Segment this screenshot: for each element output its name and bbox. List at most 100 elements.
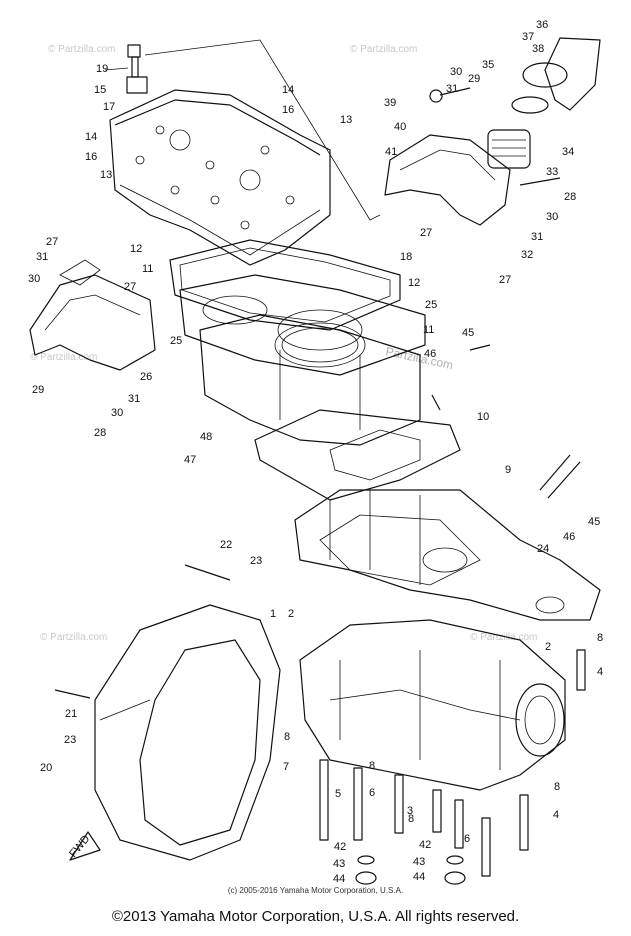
part-callout-46: 46 [424, 348, 436, 360]
part-callout-30: 30 [450, 66, 462, 78]
part-callout-29: 29 [32, 384, 44, 396]
part-callout-6: 6 [369, 787, 375, 799]
part-callout-45: 45 [588, 516, 600, 528]
cylinder-head [109, 89, 331, 266]
part-callout-31: 31 [36, 251, 48, 263]
part-callout-2: 2 [545, 641, 551, 653]
part-callout-13: 13 [340, 114, 352, 126]
part-callout-23: 23 [250, 555, 262, 567]
copyright-caption: ©2013 Yamaha Motor Corporation, U.S.A. A… [111, 908, 520, 925]
part-callout-27: 27 [46, 236, 58, 248]
flywheel-cover [94, 604, 281, 861]
part-callout-15: 15 [94, 84, 106, 96]
part-callout-32: 32 [521, 249, 533, 261]
part-callout-30: 30 [546, 211, 558, 223]
part-callout-7: 7 [283, 761, 289, 773]
intake-manifold-left [29, 259, 156, 371]
part-callout-8: 8 [284, 731, 290, 743]
part-callout-14: 14 [282, 84, 294, 96]
bolt [54, 689, 91, 699]
part-callout-44: 44 [333, 873, 345, 885]
part-callout-3: 3 [407, 805, 413, 817]
cylinder-gasket [179, 274, 426, 376]
crankcase-lower [299, 619, 566, 791]
part-callout-29: 29 [468, 73, 480, 85]
fwd-arrow: FWD [67, 831, 101, 861]
stud-group [319, 649, 586, 885]
part-callout-44: 44 [413, 871, 425, 883]
part-callout-30: 30 [111, 407, 123, 419]
part-callout-43: 43 [333, 858, 345, 870]
part-callout-28: 28 [564, 191, 576, 203]
crankcase-upper [294, 489, 601, 621]
part-callout-25: 25 [425, 299, 437, 311]
part-callout-24: 24 [537, 543, 549, 555]
part-callout-40: 40 [394, 121, 406, 133]
part-callout-31: 31 [446, 83, 458, 95]
part-callout-4: 4 [597, 666, 603, 678]
part-callout-21: 21 [65, 708, 77, 720]
part-callout-17: 17 [103, 101, 115, 113]
part-callout-27: 27 [420, 227, 432, 239]
part-callout-45: 45 [462, 327, 474, 339]
part-callout-20: 20 [40, 762, 52, 774]
part-callout-41: 41 [385, 146, 397, 158]
part-callout-11: 11 [142, 263, 153, 275]
part-callout-19: 19 [96, 63, 108, 75]
part-callout-22: 22 [220, 539, 232, 551]
part-callout-46: 46 [563, 531, 575, 543]
part-callout-4: 4 [553, 809, 559, 821]
diagram-copyright: (c) 2005-2016 Yamaha Motor Corporation, … [227, 886, 404, 895]
thermostat [487, 129, 531, 169]
part-callout-31: 31 [531, 231, 543, 243]
part-callout-12: 12 [130, 243, 142, 255]
part-callout-30: 30 [28, 273, 40, 285]
part-callout-9: 9 [505, 464, 511, 476]
watermark: © Partzilla.com [30, 352, 97, 363]
part-callout-12: 12 [408, 277, 420, 289]
part-callout-38: 38 [532, 43, 544, 55]
part-callout-25: 25 [170, 335, 182, 347]
part-callout-5: 5 [335, 788, 341, 800]
water-manifold [384, 134, 511, 226]
part-callout-39: 39 [384, 97, 396, 109]
part-callout-36: 36 [536, 19, 548, 31]
part-callout-10: 10 [477, 411, 489, 423]
part-callout-27: 27 [499, 274, 511, 286]
part-callout-14: 14 [85, 131, 97, 143]
spark-plug [126, 44, 148, 94]
part-callout-13: 13 [100, 169, 112, 181]
part-callout-48: 48 [200, 431, 212, 443]
part-callout-16: 16 [282, 104, 294, 116]
head-gasket [169, 239, 401, 331]
thermostat-housing [511, 37, 601, 114]
part-callout-35: 35 [482, 59, 494, 71]
part-callout-2: 2 [288, 608, 294, 620]
part-callout-11: 11 [423, 324, 434, 336]
part-callout-23: 23 [64, 734, 76, 746]
part-callout-28: 28 [94, 427, 106, 439]
part-callout-42: 42 [419, 839, 431, 851]
part-callout-42: 42 [334, 841, 346, 853]
part-callout-8: 8 [369, 760, 375, 772]
watermark: © Partzilla.com [48, 44, 115, 55]
part-callout-43: 43 [413, 856, 425, 868]
part-callout-18: 18 [400, 251, 412, 263]
bolt-group-right [429, 87, 561, 411]
fwd-label: FWD [67, 833, 92, 860]
part-callout-8: 8 [554, 781, 560, 793]
part-callout-34: 34 [562, 146, 574, 158]
part-callout-27: 27 [124, 281, 136, 293]
bolt [184, 564, 231, 581]
cylinder-block [199, 314, 421, 446]
part-callout-8: 8 [597, 632, 603, 644]
part-callout-37: 37 [522, 31, 534, 43]
watermark: © Partzilla.com [40, 632, 107, 643]
part-callout-31: 31 [128, 393, 140, 405]
watermark: © Partzilla.com [470, 632, 537, 643]
part-callout-16: 16 [85, 151, 97, 163]
part-callout-6: 6 [464, 833, 470, 845]
watermark: © Partzilla.com [350, 44, 417, 55]
